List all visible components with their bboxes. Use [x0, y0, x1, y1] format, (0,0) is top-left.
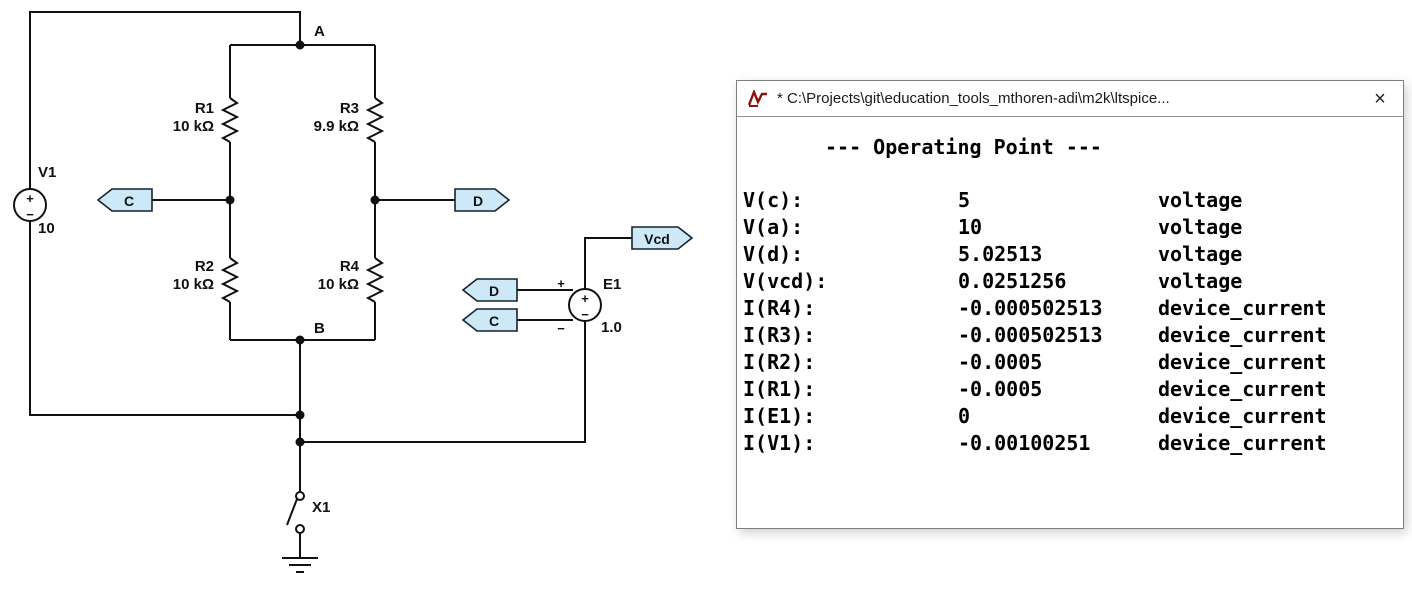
dependent-source-e1: + − + − E1 1.0 — [557, 276, 622, 336]
operating-point-rows: V(c): 5 voltage V(a): 10 voltage V(d): 5… — [743, 187, 1403, 457]
resistor-r1: R1 10 kΩ — [173, 97, 240, 143]
op-type: voltage — [1158, 215, 1243, 239]
op-row: I(R3): -0.000502513 device_current — [743, 322, 1403, 349]
op-type: device_current — [1158, 296, 1327, 320]
window-title: * C:\Projects\git\education_tools_mthore… — [777, 90, 1170, 107]
v1-name: V1 — [38, 164, 56, 181]
operating-point-panel: --- Operating Point --- V(c): 5 voltage … — [737, 117, 1403, 457]
op-name: V(a): — [743, 215, 804, 239]
op-name: V(vcd): — [743, 269, 828, 293]
node-label-b: B — [314, 320, 325, 337]
op-type: device_current — [1158, 350, 1327, 374]
flag-c-label: C — [124, 193, 134, 209]
op-row: V(vcd): 0.0251256 voltage — [743, 268, 1403, 295]
wires — [29, 11, 632, 558]
net-flag-c: C — [96, 188, 153, 212]
ground-symbol — [282, 557, 318, 573]
circuit-schematic: + − V1 10 A B R1 10 kΩ R2 10 kΩ R3 9.9 k… — [13, 11, 694, 573]
r4-name: R4 — [340, 258, 360, 275]
op-row: I(R4): -0.000502513 device_current — [743, 295, 1403, 322]
resistor-body — [365, 97, 385, 143]
v1-plus-sign: + — [26, 191, 34, 206]
op-value: 10 — [958, 215, 983, 239]
op-value: -0.00100251 — [958, 431, 1091, 455]
e1-plus-sign: + — [581, 291, 589, 306]
flag-vcd-label: Vcd — [644, 231, 670, 247]
op-row: V(d): 5.02513 voltage — [743, 241, 1403, 268]
junction-dot — [295, 335, 305, 345]
junction-dot — [370, 195, 380, 205]
op-type: voltage — [1158, 269, 1243, 293]
junction-dot — [225, 195, 235, 205]
op-row: I(E1): 0 device_current — [743, 403, 1403, 430]
junction-dot — [295, 410, 305, 420]
r2-value: 10 kΩ — [173, 276, 214, 293]
op-value: -0.0005 — [958, 377, 1043, 401]
op-row: I(V1): -0.00100251 device_current — [743, 430, 1403, 457]
switch-x1: X1 — [286, 491, 330, 534]
junction-dot — [295, 437, 305, 447]
resistor-r3: R3 9.9 kΩ — [314, 97, 385, 143]
r3-name: R3 — [340, 100, 359, 117]
op-type: device_current — [1158, 323, 1327, 347]
flag-d-label: D — [473, 193, 483, 209]
op-value: 5 — [958, 188, 971, 212]
flag-e1-d-label: D — [489, 283, 499, 299]
v1-value: 10 — [38, 220, 55, 237]
resistor-body — [365, 257, 385, 303]
r4-value: 10 kΩ — [318, 276, 359, 293]
op-row: I(R1): -0.0005 device_current — [743, 376, 1403, 403]
e1-name: E1 — [603, 276, 621, 293]
op-type: device_current — [1158, 431, 1327, 455]
v1-minus-sign: − — [26, 207, 34, 222]
op-type: voltage — [1158, 242, 1243, 266]
ltspice-results-window: * C:\Projects\git\education_tools_mthore… — [736, 80, 1404, 529]
node-label-a: A — [314, 23, 325, 40]
op-value: -0.000502513 — [958, 323, 1103, 347]
resistor-body — [220, 97, 240, 143]
op-type: device_current — [1158, 404, 1327, 428]
net-flag-e1-d: D — [461, 278, 518, 302]
e1-input-plus-sign: + — [557, 276, 565, 291]
op-value: 5.02513 — [958, 242, 1043, 266]
net-flag-vcd: Vcd — [631, 226, 694, 250]
op-name: I(V1): — [743, 431, 816, 455]
r1-name: R1 — [195, 100, 214, 117]
op-type: device_current — [1158, 377, 1327, 401]
resistor-r4: R4 10 kΩ — [318, 257, 385, 303]
r1-value: 10 kΩ — [173, 118, 214, 135]
op-value: 0 — [958, 404, 971, 428]
e1-minus-sign: − — [581, 307, 589, 322]
flag-e1-c-label: C — [489, 313, 499, 329]
op-name: V(c): — [743, 188, 804, 212]
op-name: I(R1): — [743, 377, 816, 401]
r3-value: 9.9 kΩ — [314, 118, 359, 135]
voltage-source-v1: + − V1 10 — [13, 164, 56, 237]
ltspice-logo-icon — [747, 89, 769, 108]
op-value: 0.0251256 — [958, 269, 1067, 293]
e1-value: 1.0 — [601, 319, 622, 336]
junction-dot — [295, 40, 305, 50]
r2-name: R2 — [195, 258, 214, 275]
op-name: I(R3): — [743, 323, 816, 347]
op-name: V(d): — [743, 242, 804, 266]
op-row: V(c): 5 voltage — [743, 187, 1403, 214]
resistor-body — [220, 257, 240, 303]
op-value: -0.000502513 — [958, 296, 1103, 320]
net-flag-d: D — [454, 188, 511, 212]
e1-input-minus-sign: − — [557, 321, 565, 336]
op-name: I(E1): — [743, 404, 816, 428]
x1-name: X1 — [312, 499, 330, 516]
operating-point-header: --- Operating Point --- — [825, 135, 1102, 159]
op-name: I(R2): — [743, 350, 816, 374]
resistor-r2: R2 10 kΩ — [173, 257, 240, 303]
op-type: voltage — [1158, 188, 1243, 212]
op-row: I(R2): -0.0005 device_current — [743, 349, 1403, 376]
window-titlebar[interactable]: * C:\Projects\git\education_tools_mthore… — [737, 81, 1403, 117]
net-flag-e1-c: C — [461, 308, 518, 332]
op-name: I(R4): — [743, 296, 816, 320]
op-row: V(a): 10 voltage — [743, 214, 1403, 241]
close-button[interactable]: × — [1359, 82, 1401, 116]
op-value: -0.0005 — [958, 350, 1043, 374]
